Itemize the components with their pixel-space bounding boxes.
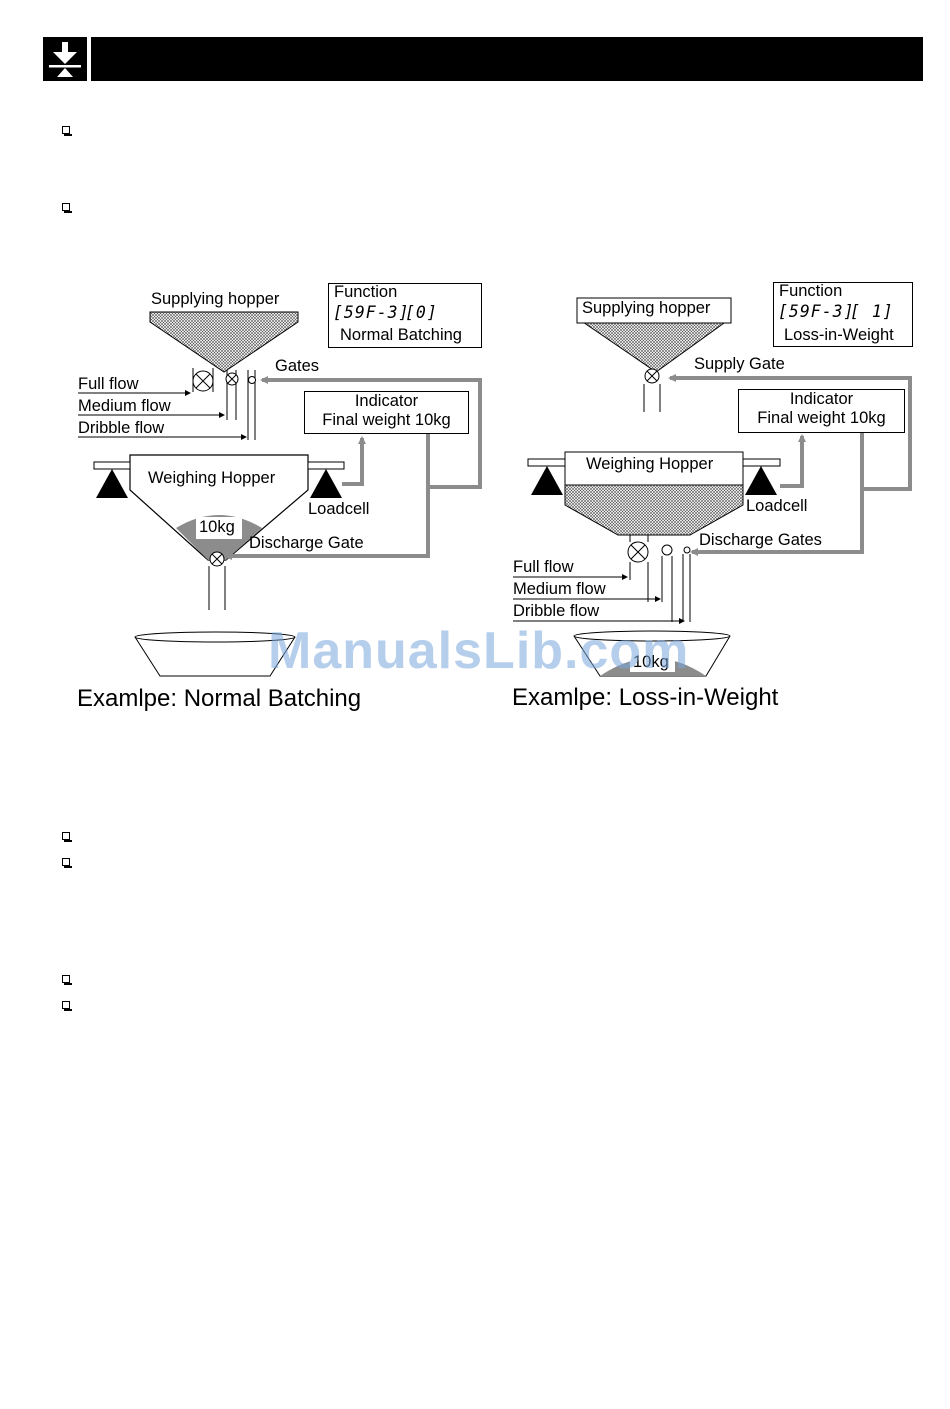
supplying-hopper-label: Supplying hopper xyxy=(151,290,280,308)
normal-batching-caption: Examlpe: Normal Batching xyxy=(77,685,362,712)
watermark: ManualsLib.com xyxy=(268,622,690,680)
weight-label: 10kg xyxy=(199,518,235,536)
function-value: [0] xyxy=(405,303,438,322)
indicator-title: Indicator xyxy=(354,392,419,410)
indicator-box: Indicator Final weight 10kg xyxy=(304,391,469,434)
loss-in-weight-diagram xyxy=(513,297,912,677)
bullet-marker xyxy=(62,858,72,868)
loadcell-label: Loadcell xyxy=(746,497,808,515)
full-flow-label: Full flow xyxy=(513,558,574,576)
loss-in-weight-caption: Examlpe: Loss-in-Weight xyxy=(512,684,779,711)
section-header-bar xyxy=(91,37,923,81)
weight-label: 10kg xyxy=(633,653,669,671)
function-code: [59F-3] xyxy=(333,303,410,322)
bullet-marker xyxy=(62,832,72,842)
gates-label: Gates xyxy=(275,357,320,375)
function-description: Normal Batching xyxy=(340,326,462,344)
function-box: Function [59F-3] [0] Normal Batching xyxy=(328,283,482,348)
function-description: Loss-in-Weight xyxy=(784,326,894,344)
bullet-marker xyxy=(62,1001,72,1011)
weighing-hopper-label: Weighing Hopper xyxy=(586,455,714,473)
supply-gate-label: Supply Gate xyxy=(694,355,785,373)
full-flow-label: Full flow xyxy=(78,375,139,393)
dribble-flow-label: Dribble flow xyxy=(78,419,165,437)
loadcell-label: Loadcell xyxy=(308,500,370,518)
function-code: [59F-3] xyxy=(778,302,855,321)
supplying-hopper-label: Supplying hopper xyxy=(582,299,711,317)
bullet-marker xyxy=(62,126,72,136)
indicator-value: Final weight 10kg xyxy=(322,411,451,429)
discharge-gate-label: Discharge Gate xyxy=(249,534,364,552)
weighing-hopper-label: Weighing Hopper xyxy=(148,469,276,487)
bullet-marker xyxy=(62,975,72,985)
dribble-flow-label: Dribble flow xyxy=(513,602,600,620)
bullet-marker xyxy=(62,203,72,213)
medium-flow-label: Medium flow xyxy=(78,397,171,415)
function-title: Function xyxy=(779,282,843,300)
press-down-icon xyxy=(43,37,87,81)
medium-flow-label: Medium flow xyxy=(513,580,606,598)
function-box: Function [59F-3] [ 1] Loss-in-Weight xyxy=(773,282,913,347)
function-title: Function xyxy=(334,283,398,301)
normal-batching-diagram xyxy=(78,289,482,677)
indicator-box: Indicator Final weight 10kg xyxy=(738,389,905,433)
indicator-value: Final weight 10kg xyxy=(757,409,886,427)
indicator-title: Indicator xyxy=(789,390,854,408)
discharge-gates-label: Discharge Gates xyxy=(699,531,822,549)
function-value: [ 1] xyxy=(850,302,894,321)
